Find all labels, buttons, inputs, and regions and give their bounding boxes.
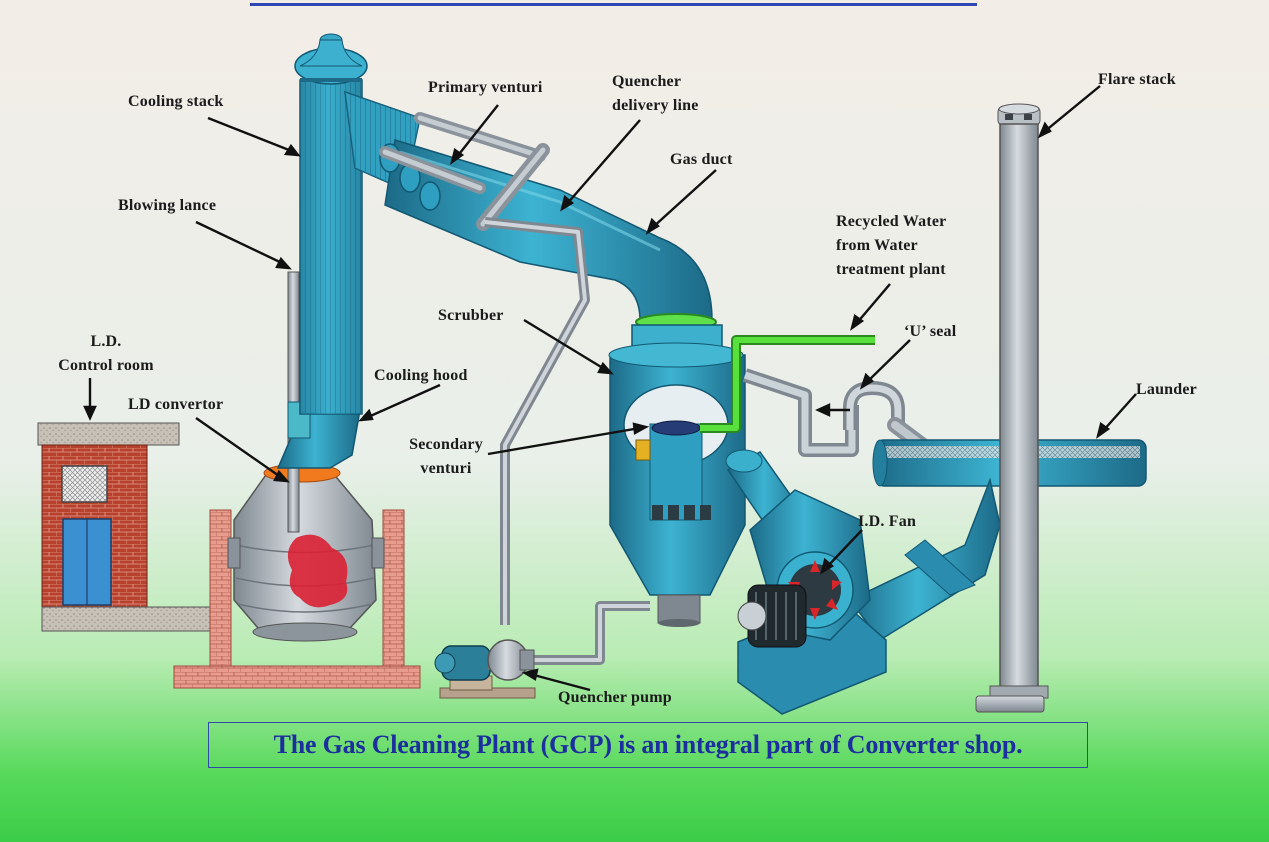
label-secondary-venturi: Secondary venturi xyxy=(409,436,483,477)
label-cooling-stack: Cooling stack xyxy=(128,93,224,110)
label-ld-convertor: LD convertor xyxy=(128,396,224,413)
label-primary-venturi: Primary venturi xyxy=(428,79,543,96)
pointer-arrows xyxy=(83,85,1137,692)
quencher-delivery-line xyxy=(484,217,650,665)
fan-to-stack-duct xyxy=(848,477,1001,641)
label-scrubber: Scrubber xyxy=(438,307,504,324)
label-blowing-lance: Blowing lance xyxy=(118,197,217,214)
label-flare-stack: Flare stack xyxy=(1098,71,1176,88)
convertor-frame xyxy=(173,509,421,689)
label-u-seal: ‘U’ seal xyxy=(904,323,957,340)
label-quencher-delivery-line: Quencher delivery line xyxy=(612,73,699,114)
ld-control-room xyxy=(37,422,211,632)
label-recycled-water: Recycled Water from Water treatment plan… xyxy=(836,213,947,278)
label-cooling-hood: Cooling hood xyxy=(374,367,468,384)
label-ld-control-room: L.D. Control room xyxy=(58,333,154,374)
id-fan xyxy=(737,489,887,715)
recycled-water-line xyxy=(700,335,875,433)
label-gas-duct: Gas duct xyxy=(670,151,733,168)
caption-text: The Gas Cleaning Plant (GCP) is an integ… xyxy=(273,730,1023,759)
scrubber-drain xyxy=(742,368,859,457)
cooling-stack xyxy=(294,33,368,415)
quencher-pump xyxy=(434,639,536,699)
caption-box: The Gas Cleaning Plant (GCP) is an integ… xyxy=(208,722,1088,768)
label-launder: Launder xyxy=(1136,381,1197,398)
label-id-fan: I.D. Fan xyxy=(858,513,917,530)
scrubber xyxy=(608,324,746,627)
flare-stack xyxy=(975,103,1049,713)
primary-venturi xyxy=(379,112,550,231)
label-quencher-pump: Quencher pump xyxy=(558,689,672,706)
ld-convertor xyxy=(227,463,385,642)
top-rule xyxy=(250,3,977,6)
